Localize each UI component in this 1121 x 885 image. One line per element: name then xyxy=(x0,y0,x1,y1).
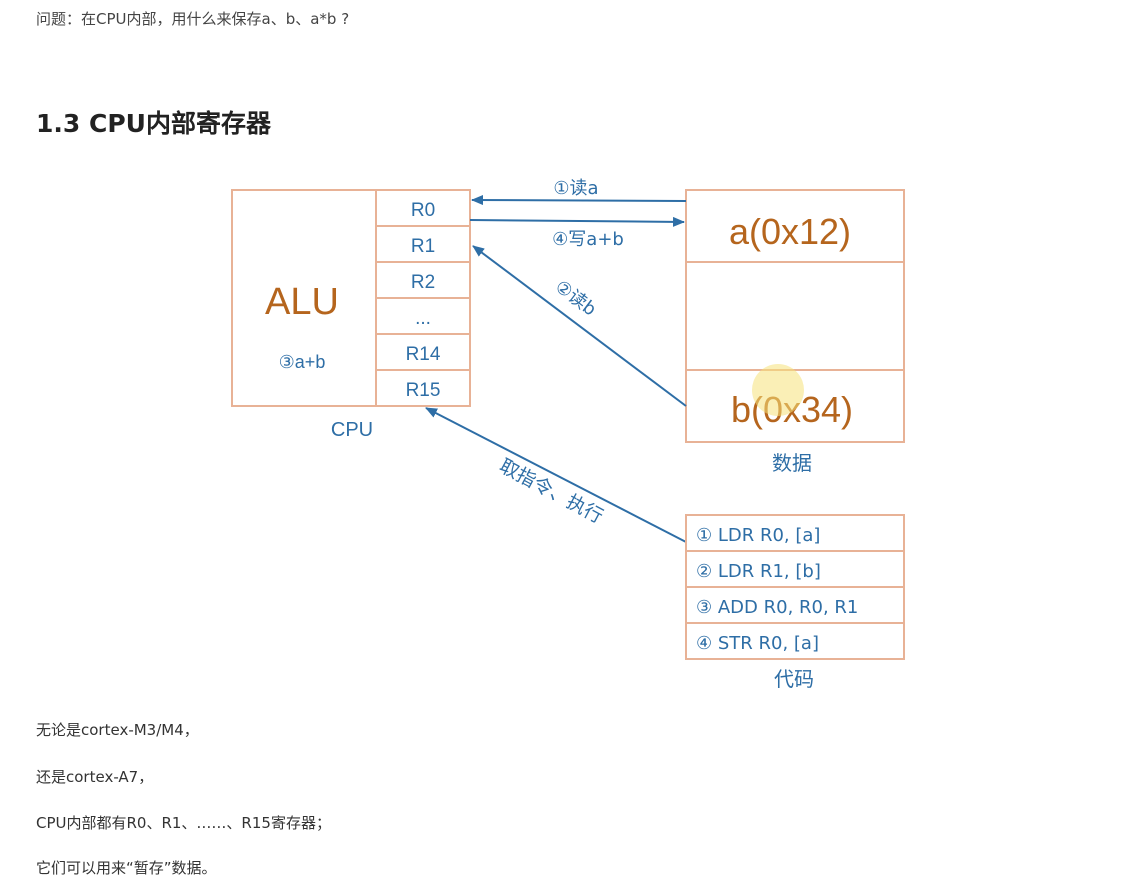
register-r15: R15 xyxy=(406,380,441,401)
paragraph: 无论是cortex-M3/M4， xyxy=(36,721,199,739)
register-r1: R1 xyxy=(411,236,435,257)
code-line: ④ STR R0, [a] xyxy=(696,633,819,654)
alu-step-label: ③a+b xyxy=(279,352,326,372)
arrow-fetch-execute xyxy=(425,407,687,543)
code-label: 代码 xyxy=(774,667,814,691)
code-line: ① LDR R0, [a] xyxy=(696,525,820,546)
paragraph: 还是cortex-A7， xyxy=(36,768,154,786)
arrow-read-a-label: ①读a xyxy=(553,178,598,199)
memory-a-value: a(0x12) xyxy=(729,211,851,252)
memory-box xyxy=(685,189,905,443)
arrow-read-a xyxy=(471,195,687,206)
section-heading: 1.3 CPU内部寄存器 xyxy=(36,109,271,138)
arrow-read-b xyxy=(472,245,687,407)
code-cell xyxy=(685,622,905,660)
alu-label: ALU xyxy=(265,281,339,323)
code-list: ① LDR R0, [a] ② LDR R1, [b] ③ ADD R0, R0… xyxy=(685,514,905,660)
code-line: ③ ADD R0, R0, R1 xyxy=(696,597,858,618)
register-ellipsis: ... xyxy=(415,308,431,329)
question-text: 问题：在CPU内部，用什么来保存a、b、a*b ? xyxy=(36,10,350,28)
arrow-read-b-label: ②读b xyxy=(551,276,600,320)
register-list: R0 R1 R2 ... R14 R15 xyxy=(375,189,471,407)
register-r2: R2 xyxy=(411,272,435,293)
paragraph: 它们可以用来“暂存”数据。 xyxy=(36,859,217,877)
arrow-write-ab xyxy=(469,216,685,227)
code-line: ② LDR R1, [b] xyxy=(696,561,821,582)
register-r14: R14 xyxy=(406,344,441,365)
cursor-highlight xyxy=(752,364,804,416)
cpu-label: CPU xyxy=(331,419,373,441)
register-r0: R0 xyxy=(411,200,435,221)
paragraph: CPU内部都有R0、R1、……、R15寄存器； xyxy=(36,814,331,832)
arrow-write-ab-label: ④写a+b xyxy=(552,229,624,250)
memory-label: 数据 xyxy=(772,451,812,475)
register-cell xyxy=(375,369,471,407)
